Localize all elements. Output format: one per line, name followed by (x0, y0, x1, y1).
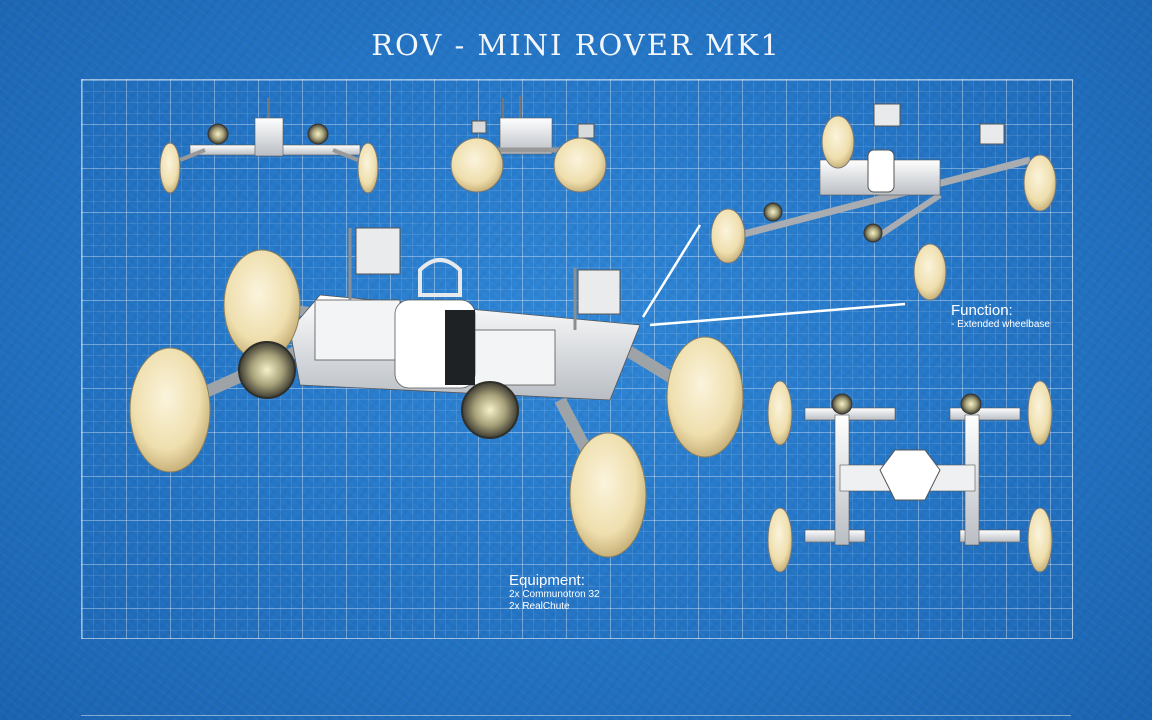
equipment-line-1: 2x Communotron 32 (509, 589, 600, 600)
extended-wheel-a (821, 115, 855, 169)
main-wheel-front-left (129, 347, 211, 473)
front-view-body (254, 117, 284, 157)
side-view-dish-left (471, 120, 487, 134)
function-heading: Function: (951, 302, 1013, 319)
top-view-arm-ur (949, 407, 1021, 421)
front-view-strut-left (179, 148, 206, 162)
callout-line-lower (649, 302, 906, 327)
main-cargo-left (314, 299, 401, 361)
top-view-wheel-ll (767, 507, 793, 573)
side-view-drawing (450, 96, 607, 193)
main-cargo-right (464, 329, 556, 386)
equipment-line-2: 2x RealChute (509, 601, 570, 612)
extended-lamp-b (863, 223, 883, 243)
top-view-core (879, 449, 941, 501)
main-dish-left (355, 227, 401, 275)
main-lamp-left (238, 341, 296, 399)
extended-wheel-d (913, 243, 947, 301)
front-view-wheel-left (159, 142, 181, 194)
main-rover-drawing (129, 227, 744, 558)
top-view-lamp-right (960, 393, 982, 415)
extended-lamp-a (763, 202, 783, 222)
side-view-wheel-front (450, 137, 504, 193)
main-dish-right (577, 269, 621, 315)
extended-wheel-b (1023, 154, 1057, 212)
extended-frame-main (739, 156, 1031, 239)
front-view-drawing (159, 98, 379, 194)
side-view-lamp (577, 123, 595, 139)
function-line: - Extended wheelbase (951, 319, 1050, 330)
function-note: Function: - Extended wheelbase (951, 302, 1050, 331)
callout-line-upper (641, 224, 702, 318)
top-view-wheel-ul (767, 380, 793, 446)
front-view-strut-right (332, 148, 359, 162)
side-view-wheel-rear (553, 137, 607, 193)
main-wheel-rear-right (666, 336, 744, 458)
front-view-lamp-right (307, 123, 329, 145)
perspective-extended-drawing (710, 103, 1057, 301)
main-wheel-front-right (569, 432, 647, 558)
extended-wheel-c (710, 208, 746, 264)
front-view-wheel-right (357, 142, 379, 194)
blueprint-title: ROV - MINI ROVER MK1 (371, 28, 781, 62)
bottom-rule (81, 715, 1071, 716)
top-view-drawing (767, 380, 1053, 573)
extended-dish-b (979, 123, 1005, 145)
main-core-band (445, 310, 475, 385)
top-view-wheel-ur (1027, 380, 1053, 446)
equipment-heading: Equipment: (509, 572, 585, 589)
main-roll-bar (418, 258, 462, 297)
equipment-note: Equipment: 2x Communotron 32 2x RealChut… (509, 572, 600, 613)
extended-frame-rear (878, 192, 942, 238)
extended-dish-a (873, 103, 901, 127)
top-view-lamp-left (831, 393, 853, 415)
main-lamp-right (461, 381, 519, 439)
top-view-wheel-lr (1027, 507, 1053, 573)
front-view-lamp-left (207, 123, 229, 145)
extended-core-module (867, 149, 895, 193)
